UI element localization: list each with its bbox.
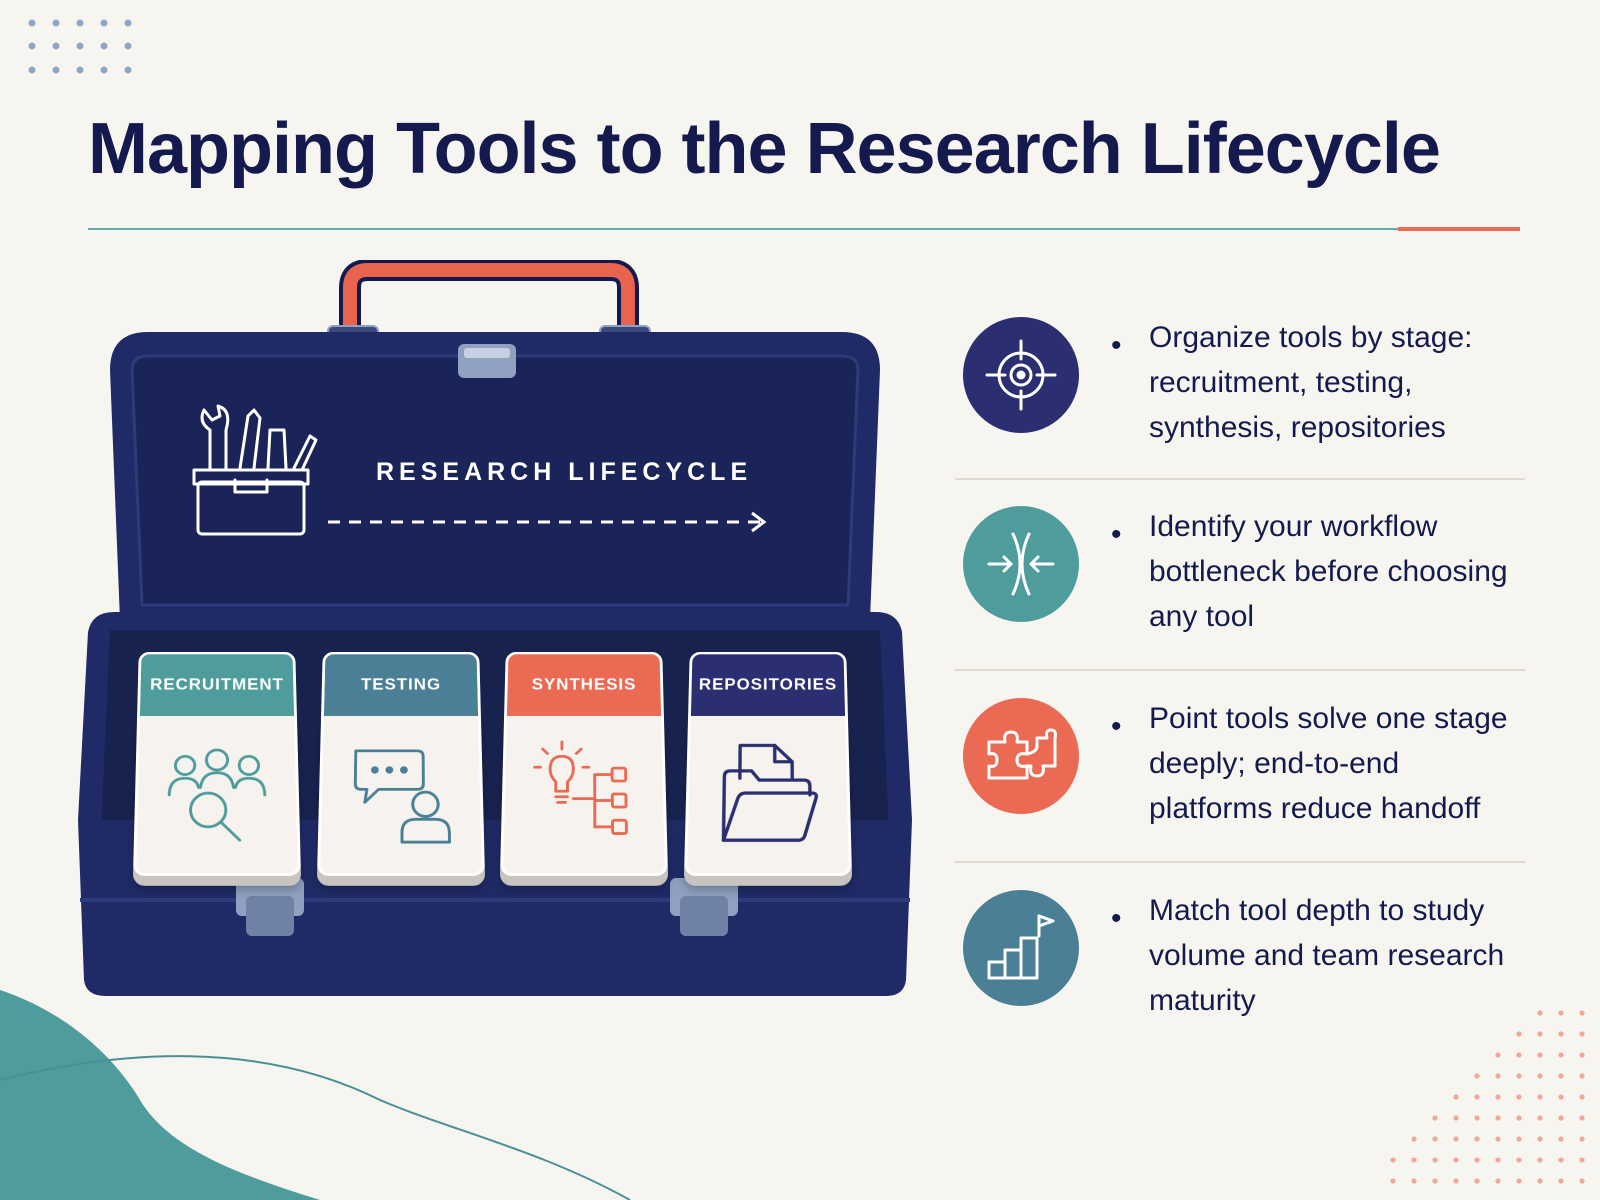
stage-card-synthesis: SYNTHESIS [500, 652, 668, 876]
lid-label: RESEARCH LIFECYCLE [376, 458, 796, 487]
growth-steps-icon [983, 910, 1059, 986]
stage-card-testing: TESTING [317, 652, 485, 876]
folder-icon [713, 738, 822, 850]
point-icon-circle [963, 890, 1079, 1006]
bullet: • [1111, 518, 1122, 552]
lightbulb-tree-icon [529, 738, 638, 850]
point-item: • Identify your workflow bottleneck befo… [955, 496, 1525, 656]
point-separator [955, 478, 1525, 480]
title-divider-accent [1398, 227, 1520, 231]
point-icon-circle [963, 317, 1079, 433]
stage-tab-synthesis: SYNTHESIS [504, 652, 664, 716]
bullet: • [1111, 329, 1122, 363]
bullet: • [1111, 902, 1122, 936]
point-text: Identify your workflow bottleneck before… [1149, 504, 1529, 639]
point-item: • Organize tools by stage: recruitment, … [955, 307, 1525, 467]
stage-tab-testing: TESTING [321, 652, 481, 716]
point-separator [955, 669, 1525, 671]
point-separator [955, 861, 1525, 863]
point-text: Point tools solve one stage deeply; end-… [1149, 696, 1529, 831]
point-item: • Point tools solve one stage deeply; en… [955, 688, 1525, 848]
stage-tab-recruitment: RECRUITMENT [137, 652, 297, 716]
point-item: • Match tool depth to study volume and t… [955, 880, 1525, 1040]
page-title: Mapping Tools to the Research Lifecycle [88, 108, 1528, 190]
target-icon [983, 337, 1059, 413]
bullet: • [1111, 710, 1122, 744]
stage-card-repositories: REPOSITORIES [684, 652, 852, 876]
point-text: Organize tools by stage: recruitment, te… [1149, 315, 1529, 450]
title-divider [88, 228, 1398, 230]
stage-card-recruitment: RECRUITMENT [133, 652, 301, 876]
point-icon-circle [963, 506, 1079, 622]
converge-arrows-icon [983, 526, 1059, 602]
people-search-icon [162, 738, 271, 850]
puzzle-icon [983, 718, 1059, 794]
toolbox-illustration [70, 260, 930, 1030]
stage-tab-repositories: REPOSITORIES [688, 652, 848, 716]
point-text: Match tool depth to study volume and tea… [1149, 888, 1529, 1023]
dot-grid-top-left [24, 16, 144, 82]
chat-user-icon [346, 738, 455, 850]
point-icon-circle [963, 698, 1079, 814]
